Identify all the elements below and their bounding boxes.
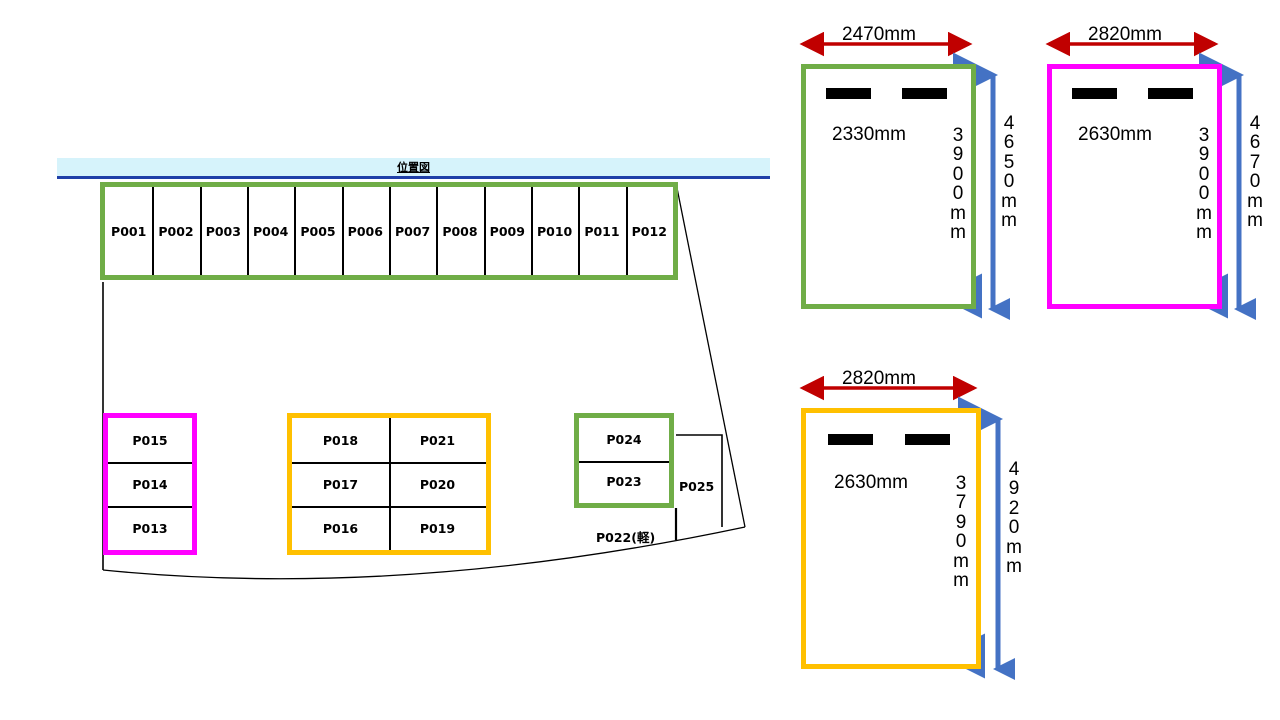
wheel-stopper-left (828, 434, 873, 445)
wheel-stopper-right (1148, 88, 1193, 99)
inner-width-label: 2630mm (1078, 124, 1152, 145)
inner-width-label: 2330mm (832, 124, 906, 145)
stall-label: P004 (253, 223, 289, 239)
wheel-stopper-left (1072, 88, 1117, 99)
stall-p002[interactable]: P002 (152, 187, 199, 275)
stall-p016[interactable]: P016 (292, 506, 389, 550)
stall-p021[interactable]: P021 (389, 418, 486, 462)
stall-p013[interactable]: P013 (108, 506, 192, 550)
stall-label: P013 (132, 520, 168, 536)
stall-label: P007 (395, 223, 431, 239)
stall-label: P020 (419, 476, 456, 492)
stall-outline (1047, 64, 1222, 309)
stall-p009[interactable]: P009 (483, 187, 531, 275)
stall-outline (801, 408, 981, 669)
stall-p007[interactable]: P007 (388, 187, 436, 275)
stall-p025[interactable]: P025 (679, 479, 715, 494)
stall-p014[interactable]: P014 (108, 462, 192, 506)
stall-label: P008 (442, 223, 478, 239)
stall-label: P009 (489, 223, 525, 239)
inner-width-label: 2630mm (834, 472, 908, 493)
stall-outline (801, 64, 976, 309)
stall-label: P024 (606, 431, 642, 447)
stall-p003[interactable]: P003 (199, 187, 247, 275)
stall-label: P017 (322, 476, 359, 492)
page-title: 位置図 (397, 161, 430, 174)
stall-label: P012 (631, 223, 667, 239)
stall-p023[interactable]: P023 (579, 460, 669, 504)
parking-block-magenta: P015 P014 P013 (103, 413, 197, 555)
stall-label: P023 (606, 474, 642, 490)
stall-label: P003 (205, 223, 241, 239)
title-divider-rule (57, 176, 770, 179)
stall-p004[interactable]: P004 (246, 187, 294, 275)
parking-row-top: P001 P002 P003 P004 P005 P006 P007 P008 … (100, 182, 678, 280)
parking-block-green-lower: P024 P023 (574, 413, 674, 508)
stall-label: P021 (419, 432, 456, 448)
location-map-title-band: 位置図 (57, 158, 770, 176)
stall-label: P016 (322, 520, 359, 536)
stall-p001[interactable]: P001 (105, 187, 152, 275)
stall-label: P018 (322, 432, 359, 448)
stall-p010[interactable]: P010 (530, 187, 578, 275)
stall-p024[interactable]: P024 (579, 418, 669, 461)
stall-p012[interactable]: P012 (625, 187, 673, 275)
parking-row: P016 P019 (292, 506, 486, 550)
stall-label: P011 (584, 223, 620, 239)
stall-p022-kei[interactable]: P022(軽) (596, 530, 656, 545)
stall-p008[interactable]: P008 (436, 187, 483, 275)
wheel-stopper-right (905, 434, 950, 445)
stall-p017[interactable]: P017 (292, 462, 389, 506)
parking-row: P018 P021 (292, 418, 486, 462)
stall-label: P002 (158, 223, 194, 239)
stall-p011[interactable]: P011 (578, 187, 625, 275)
stall-p019[interactable]: P019 (389, 506, 486, 550)
stall-label: P014 (132, 476, 168, 492)
stall-p006[interactable]: P006 (341, 187, 389, 275)
stall-p018[interactable]: P018 (292, 418, 389, 462)
stall-label: P015 (132, 432, 168, 448)
parking-block-yellow: P018 P021 P017 P020 P016 P019 (287, 413, 491, 555)
stall-p020[interactable]: P020 (389, 462, 486, 506)
wheel-stopper-right (902, 88, 947, 99)
stall-label: P010 (536, 223, 573, 239)
stall-p005[interactable]: P005 (294, 187, 341, 275)
stall-label: P005 (300, 223, 336, 239)
parking-row: P017 P020 (292, 462, 486, 506)
stall-label: P001 (111, 223, 147, 239)
stall-label: P006 (347, 223, 383, 239)
stall-label: P019 (419, 520, 456, 536)
stall-p015[interactable]: P015 (108, 418, 192, 462)
wheel-stopper-left (826, 88, 871, 99)
